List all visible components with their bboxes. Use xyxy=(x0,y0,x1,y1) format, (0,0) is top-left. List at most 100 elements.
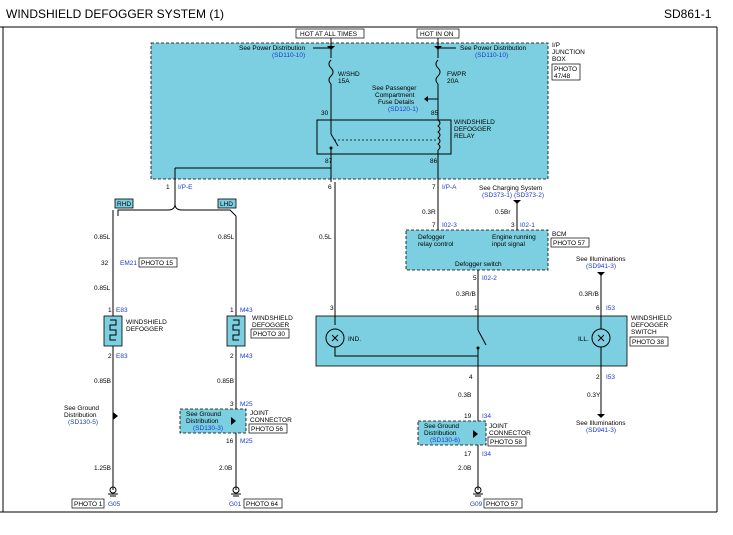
fuse1-name: W/SHD xyxy=(338,71,360,78)
i53: I53 xyxy=(606,305,615,312)
lhd-heater-element xyxy=(232,319,240,341)
center-joint-photo-box xyxy=(487,436,527,447)
lhd-wire1: 0.85L xyxy=(218,234,235,241)
rhd-e83: E83 xyxy=(116,307,128,314)
jb-label-2: JUNCTION xyxy=(552,49,585,56)
rhd-wire2: 0.85L xyxy=(94,285,111,292)
relay-label-1: WINDSHIELD xyxy=(454,119,495,126)
rhd-defogger-2: DEFOGGER xyxy=(126,326,164,333)
wire-03B-label: 0.3B xyxy=(458,392,471,399)
rhd-ground-photo: PHOTO 1 xyxy=(74,501,103,508)
ipa-pin: 7 xyxy=(432,184,436,191)
arrow-fuse-details xyxy=(424,96,428,102)
ipe-pin: 1 xyxy=(166,184,170,191)
lhd-m43-pin1: 1 xyxy=(230,307,234,314)
fuse-details-3: Fuse Details xyxy=(378,99,415,106)
hot-in-on-label: HOT IN ON xyxy=(420,31,454,38)
charging-ref2: (SD373-2) xyxy=(514,192,544,199)
rhd-heater-element xyxy=(109,319,117,341)
i34-b: I34 xyxy=(482,451,491,458)
lhd-wire2: 0.85B xyxy=(217,378,234,385)
lhd-joint-photo: PHOTO 56 xyxy=(251,426,283,433)
lhd-m25-b: M25 xyxy=(240,438,253,445)
rhd-e83-pin1: 1 xyxy=(108,307,112,314)
bcm-relay-1: Defogger xyxy=(418,234,446,241)
lhd-m25-pin16: 16 xyxy=(226,438,234,445)
rhd-em21-pin: 32 xyxy=(101,260,109,267)
fuse2-name: FWPR xyxy=(447,71,466,78)
power-ref-1: (SD110-10) xyxy=(272,52,305,59)
bcm-engine-1: Engine running xyxy=(492,234,536,241)
wire-03RB-2-label: 0.3R/B xyxy=(579,291,599,298)
rhd-ground-arrow xyxy=(113,412,118,420)
lhd-windshield-defogger xyxy=(226,315,246,347)
wire-20B-label: 2.0B xyxy=(458,465,471,472)
lhd-joint-1: JOINT xyxy=(250,410,269,417)
rhd-e83-b: E83 xyxy=(116,353,128,360)
ind-lamp-filament xyxy=(331,334,339,342)
rhd-ground-id: G05 xyxy=(108,501,121,508)
jb-photo: PHOTO xyxy=(554,66,577,73)
lhd-m25: M25 xyxy=(240,401,253,408)
rhd-ground-ref: (SD130-5) xyxy=(68,419,98,426)
rhd-em21: EM21 xyxy=(120,260,137,267)
relay-box xyxy=(316,119,452,155)
sw-internal-ind xyxy=(334,347,479,366)
lhd-tag-box xyxy=(217,198,237,209)
pin-85: 85 xyxy=(431,110,439,117)
i34-pin19: 19 xyxy=(464,413,472,420)
i02-1: I02-1 xyxy=(520,222,535,229)
lhd-ground-photo: PHOTO 64 xyxy=(246,501,278,508)
rhd-em21-photo-box xyxy=(138,257,178,268)
bcm-box xyxy=(405,229,549,271)
illum-label: See Illuminations xyxy=(576,256,626,263)
ip-junction-box xyxy=(150,42,549,180)
ill-label: ILL. xyxy=(578,336,589,343)
i02-2: I02-2 xyxy=(482,275,497,282)
fuse-fwpr xyxy=(435,59,441,85)
ipa-label: I/P-A xyxy=(442,184,457,191)
lhd-defogger-photo: PHOTO 30 xyxy=(253,331,285,338)
charging-label: See Charging System xyxy=(479,185,542,192)
sw-pin6: 6 xyxy=(596,305,600,312)
center-ground-photo-box xyxy=(483,498,523,509)
wire-05L-label: 0.5L xyxy=(319,234,332,241)
lhd-m43-pin2: 2 xyxy=(230,353,234,360)
sw-pin2: 2 xyxy=(596,374,600,381)
i02-pin5: 5 xyxy=(473,275,477,282)
lhd-wire3: 2.0B xyxy=(219,465,232,472)
ipe-label: I/P-E xyxy=(178,184,193,191)
rhd-ground-dist-2: Distribution xyxy=(64,412,97,419)
bcm-relay-2: relay control xyxy=(418,241,454,248)
switch-label-2: DEFOGGER xyxy=(631,322,669,329)
illum-label-2: See Illuminations xyxy=(576,420,626,427)
lhd-defogger-photo-box xyxy=(250,328,290,339)
page-code: SD861-1 xyxy=(664,7,712,21)
pin-86: 86 xyxy=(430,158,438,165)
relay-coil xyxy=(437,119,441,151)
bcm-switch: Defogger switch xyxy=(455,261,502,268)
center-joint-arrow xyxy=(473,430,478,438)
lhd-ground-symbol xyxy=(231,486,241,497)
pin-30: 30 xyxy=(321,110,329,117)
lhd-m43: M43 xyxy=(240,307,253,314)
rhd-ground-dist-1: See Ground xyxy=(64,405,99,412)
i02-pin7: 7 xyxy=(432,222,436,229)
wire-to-lhd xyxy=(174,203,237,217)
lhd-joint-arrow xyxy=(231,417,236,425)
see-power-dist-2: See Power Distribution xyxy=(460,45,526,52)
hot-all-times-box xyxy=(295,28,365,39)
rhd-tag: RHD xyxy=(117,201,131,208)
jb-label-3: BOX xyxy=(552,56,566,63)
lhd-defogger-2: DEFOGGER xyxy=(252,322,290,329)
i02-3: I02-3 xyxy=(442,222,457,229)
rhd-ground-photo-box xyxy=(71,498,105,509)
relay-label-3: RELAY xyxy=(454,133,475,140)
rhd-em21-photo: PHOTO 15 xyxy=(141,260,173,267)
defogger-switch xyxy=(315,315,628,367)
pin-87: 87 xyxy=(325,158,333,165)
jb-label-1: I/P xyxy=(552,42,560,49)
i34-pin17: 17 xyxy=(464,451,472,458)
bcm-engine-2: input signal xyxy=(492,241,525,248)
